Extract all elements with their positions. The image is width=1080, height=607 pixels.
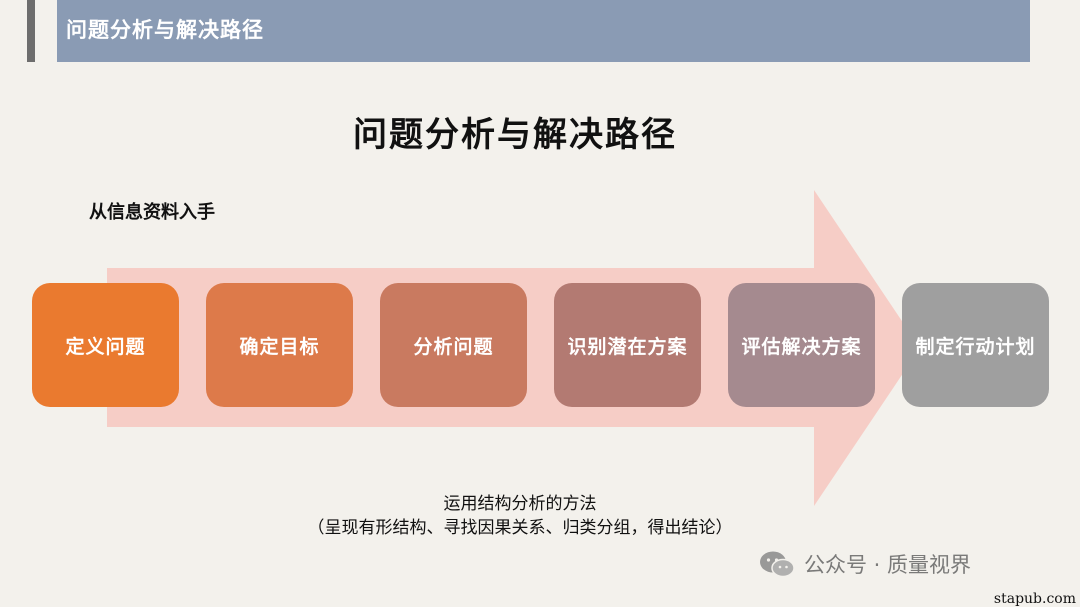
step-label: 确定目标 <box>239 335 320 358</box>
step-set-goal[interactable]: 确定目标 <box>206 283 353 407</box>
step-label: 定义问题 <box>65 335 146 358</box>
caption-line-1: 运用结构分析的方法 <box>443 494 597 514</box>
site-mark: stapub.com <box>993 591 1076 607</box>
step-define-problem[interactable]: 定义问题 <box>32 283 179 407</box>
header-accent-bar <box>27 0 35 62</box>
step-label: 评估解决方案 <box>741 335 862 358</box>
step-analyze-problem[interactable]: 分析问题 <box>380 283 527 407</box>
watermark-text: 公众号 · 质量视界 <box>804 553 972 577</box>
header-bar <box>57 0 1030 62</box>
method-caption: 运用结构分析的方法 （呈现有形结构、寻找因果关系、归类分组，得出结论） <box>0 492 1040 540</box>
slide-title: 问题分析与解决路径 <box>353 115 677 155</box>
step-label: 识别潜在方案 <box>567 335 688 358</box>
watermark: 公众号 · 质量视界 <box>758 549 971 579</box>
step-label: 制定行动计划 <box>915 335 1036 358</box>
step-action-plan[interactable]: 制定行动计划 <box>902 283 1049 407</box>
step-evaluate-solutions[interactable]: 评估解决方案 <box>728 283 875 407</box>
header-title: 问题分析与解决路径 <box>66 18 264 42</box>
caption-line-2: （呈现有形结构、寻找因果关系、归类分组，得出结论） <box>307 518 733 538</box>
wechat-icon <box>760 551 795 578</box>
slide-subtitle: 从信息资料入手 <box>89 202 215 223</box>
step-label: 分析问题 <box>413 335 494 358</box>
step-identify-options[interactable]: 识别潜在方案 <box>554 283 701 407</box>
